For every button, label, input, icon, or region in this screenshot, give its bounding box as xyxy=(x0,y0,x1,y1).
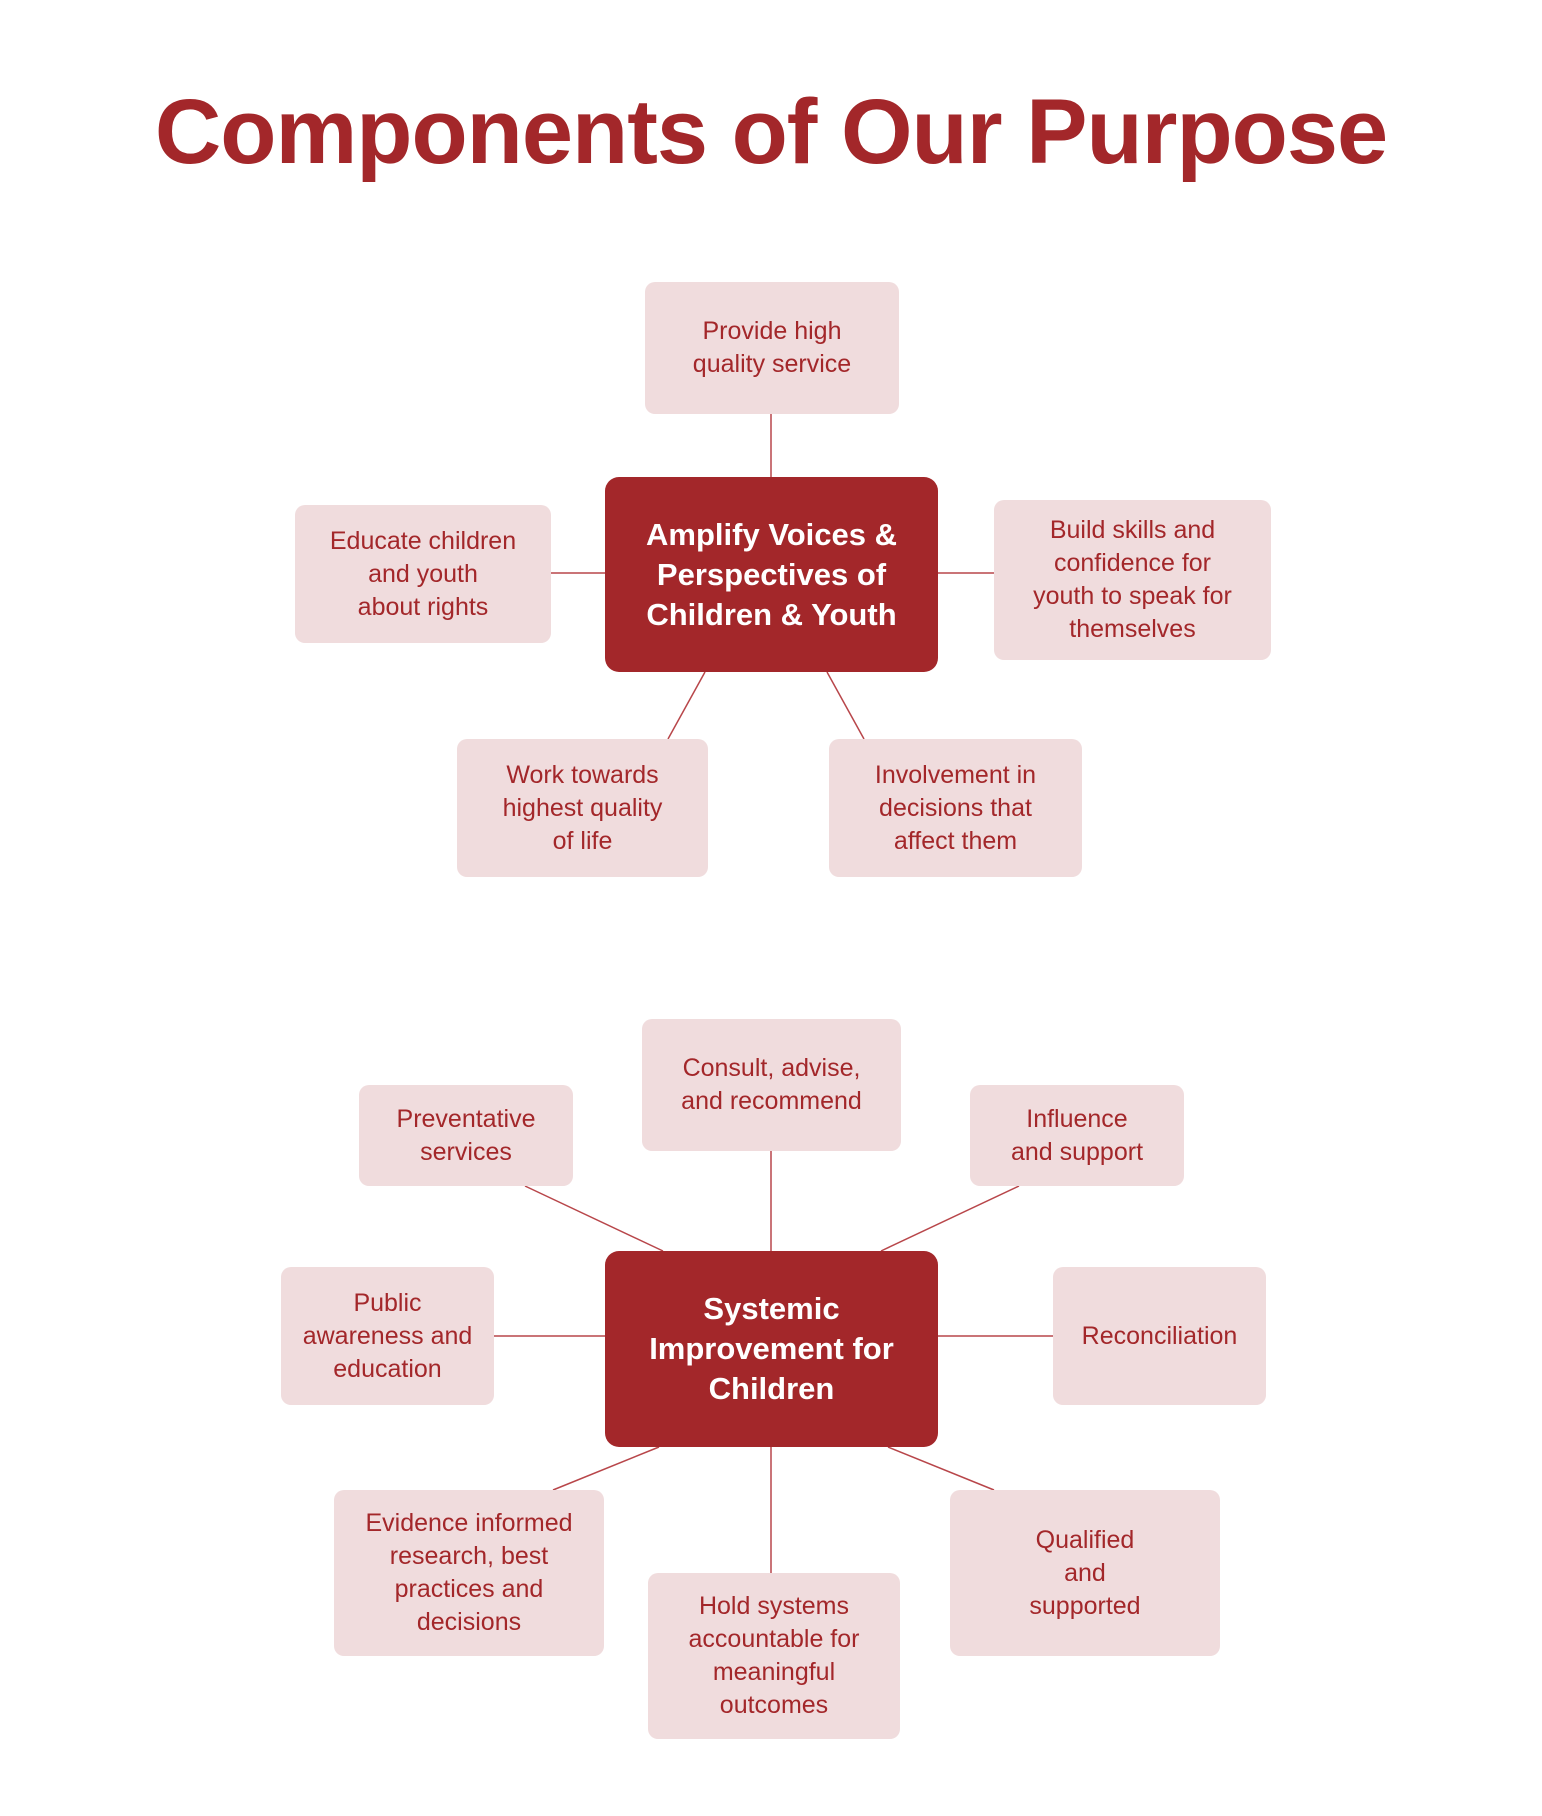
node-label: Involvement in decisions that affect the… xyxy=(874,760,1037,855)
connector-line xyxy=(887,1446,995,1491)
node-label: Influence and support xyxy=(1010,1104,1144,1166)
node-label: Reconciliation xyxy=(1081,1321,1238,1350)
connector-line xyxy=(826,671,865,740)
node-influence-support: Influence and support xyxy=(970,1085,1184,1186)
node-hold-systems-accountable: Hold systems accountable for meaningful … xyxy=(648,1573,900,1739)
hub-label: Systemic Improvement for Children xyxy=(649,1291,894,1406)
connector-line xyxy=(552,1446,660,1491)
hub-systemic-improvement: Systemic Improvement for Children xyxy=(605,1251,938,1447)
node-highest-quality-of-life: Work towards highest quality of life xyxy=(457,739,708,877)
hub-amplify-voices: Amplify Voices & Perspectives of Childre… xyxy=(605,477,938,672)
connector-line xyxy=(524,1185,664,1252)
hub-label: Amplify Voices & Perspectives of Childre… xyxy=(646,516,897,632)
node-public-awareness: Public awareness and education xyxy=(281,1267,494,1405)
node-label: Work towards highest quality of life xyxy=(502,760,663,855)
connector-line xyxy=(880,1185,1020,1252)
node-label: Public awareness and education xyxy=(302,1288,473,1383)
node-label: Evidence informed research, best practic… xyxy=(365,1509,573,1636)
node-label: Preventative services xyxy=(396,1104,536,1166)
node-label: Build skills and confidence for youth to… xyxy=(1033,516,1232,643)
node-label: Provide high quality service xyxy=(692,317,852,378)
node-preventative-services: Preventative services xyxy=(359,1085,573,1186)
node-label: Educate children and youth about rights xyxy=(329,526,517,621)
node-label: Qualified and supported xyxy=(1029,1525,1141,1620)
page-title: Components of Our Purpose xyxy=(154,81,1388,183)
node-label: Consult, advise, and recommend xyxy=(681,1054,862,1115)
node-reconciliation: Reconciliation xyxy=(1053,1267,1266,1405)
node-build-skills: Build skills and confidence for youth to… xyxy=(994,500,1271,660)
node-educate-about-rights: Educate children and youth about rights xyxy=(295,505,551,643)
node-provide-quality-service: Provide high quality service xyxy=(645,282,899,414)
node-involvement-in-decisions: Involvement in decisions that affect the… xyxy=(829,739,1082,877)
node-consult-advise: Consult, advise, and recommend xyxy=(642,1019,901,1151)
node-evidence-informed: Evidence informed research, best practic… xyxy=(334,1490,604,1656)
node-label: Hold systems accountable for meaningful … xyxy=(688,1592,860,1719)
connector-line xyxy=(667,671,706,740)
node-qualified-supported: Qualified and supported xyxy=(950,1490,1220,1656)
